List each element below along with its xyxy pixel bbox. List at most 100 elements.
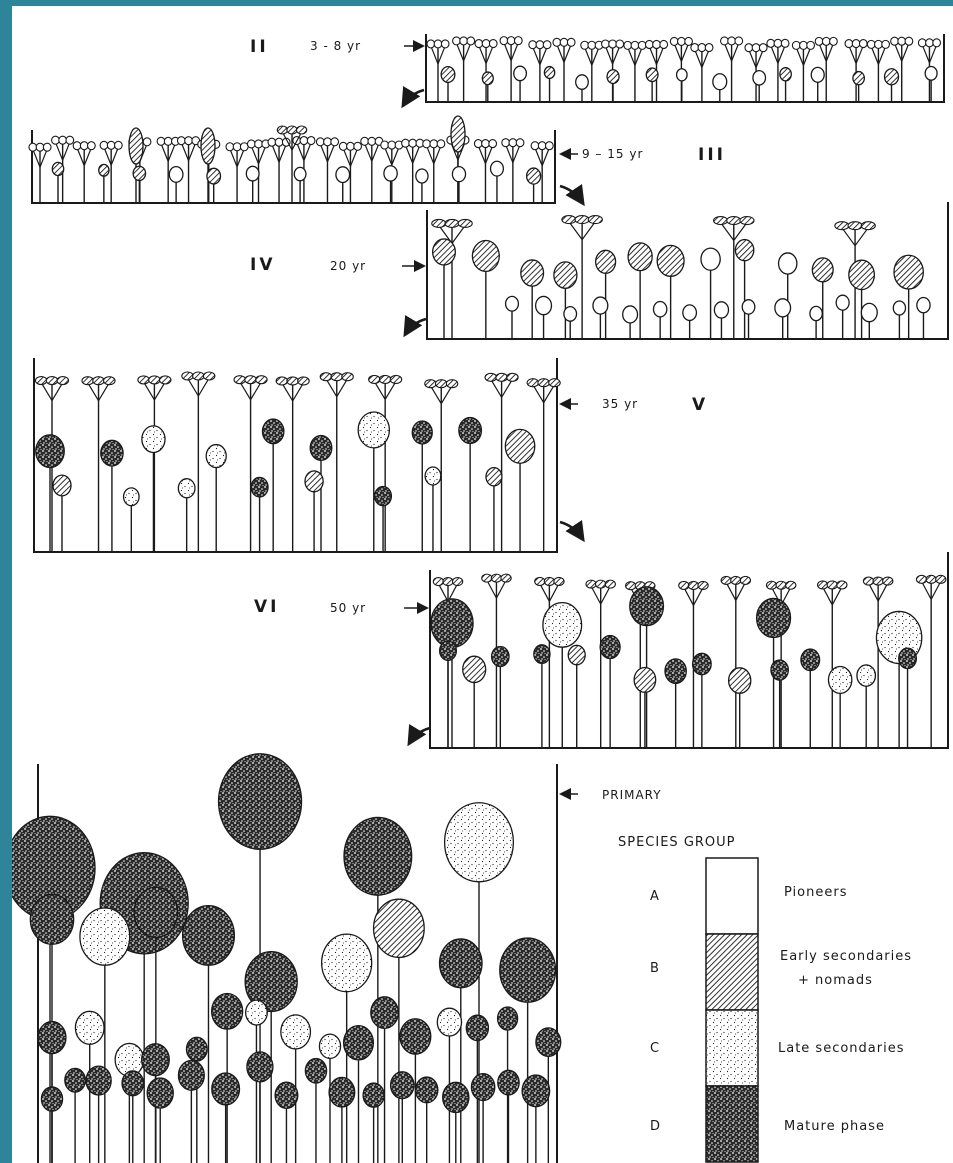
mature-tree <box>600 636 620 748</box>
mature-tree <box>801 649 820 748</box>
stage-III-age: 9 – 15 yr <box>582 147 643 161</box>
early-secondary-umbrella-tree <box>320 373 353 552</box>
early-secondary-umbrella-tree <box>138 376 171 552</box>
pioneer-umbrella-tree <box>316 138 338 203</box>
legend-label-early-secondaries: Early secondaries <box>780 949 912 964</box>
legend-swatch-early-secondaries <box>706 934 758 1010</box>
late-secondary-tree <box>142 426 165 552</box>
early-secondary-umbrella-tree <box>818 581 847 748</box>
mature-tree <box>459 418 482 552</box>
legend-label-mature-phase: Mature phase <box>784 1119 885 1134</box>
pioneer-tree <box>811 67 824 102</box>
stage-VI-age: 50 yr <box>330 601 366 615</box>
mature-tree <box>212 1073 240 1163</box>
early-secondary-tree <box>129 128 143 203</box>
early-secondary-tree <box>482 72 493 102</box>
pioneer-tree <box>653 302 666 339</box>
pioneer-umbrella-tree <box>553 38 575 102</box>
mature-tree <box>101 440 123 552</box>
early-secondary-tree <box>628 243 652 339</box>
pioneer-umbrella-tree <box>624 41 646 102</box>
legend-swatch-pioneers <box>706 858 758 934</box>
early-secondary-tree <box>451 116 465 203</box>
pioneer-tree <box>713 74 727 102</box>
mature-tree <box>247 1052 273 1163</box>
stage-V-age: 35 yr <box>602 397 638 411</box>
early-secondary-umbrella-tree <box>586 580 615 748</box>
succession-diagram: II 3 - 8 yr 9 – 15 yr III IV 20 yr 35 yr… <box>12 6 953 1163</box>
pioneer-tree <box>917 298 930 339</box>
pioneer-tree <box>452 167 465 203</box>
late-secondary-tree <box>206 445 226 552</box>
pioneer-umbrella-tree <box>475 40 497 102</box>
legend-swatch-mature-phase <box>706 1086 758 1162</box>
pioneer-umbrella-tree <box>721 37 743 102</box>
mature-tree <box>522 1075 550 1163</box>
pioneer-tree <box>169 167 183 203</box>
early-secondary-tree <box>607 70 619 102</box>
stage-IV-age: 20 yr <box>330 259 366 273</box>
stage-III-label: III <box>698 145 726 165</box>
pioneer-umbrella-tree <box>361 137 383 203</box>
early-secondary-tree <box>53 475 71 552</box>
legend-letter-c: C <box>650 1041 660 1056</box>
stage-V-label: V <box>692 395 708 415</box>
mature-tree <box>363 1083 384 1163</box>
early-secondary-tree <box>544 67 554 102</box>
early-secondary-tree <box>441 67 455 102</box>
transition-arrow-II-III <box>404 90 424 104</box>
early-secondary-umbrella-tree <box>234 376 267 552</box>
early-secondary-umbrella-tree <box>863 577 892 748</box>
pioneer-umbrella-tree <box>502 139 524 203</box>
pioneer-tree <box>506 296 519 339</box>
pioneer-umbrella-tree <box>453 37 475 102</box>
early-secondary-umbrella-tree <box>425 380 458 552</box>
early-secondary-tree <box>201 128 215 203</box>
mature-tree <box>412 421 432 552</box>
early-secondary-tree <box>486 468 502 552</box>
mature-tree <box>416 1077 438 1163</box>
early-secondary-tree <box>463 656 486 748</box>
mature-tree <box>492 646 509 748</box>
mature-tree <box>440 939 482 1163</box>
mature-tree <box>41 1087 62 1163</box>
late-secondary-tree <box>876 611 921 748</box>
mature-tree <box>693 653 712 748</box>
pioneer-tree <box>536 296 552 339</box>
early-secondary-tree <box>894 255 923 339</box>
transition-arrow-III-IV <box>560 186 582 202</box>
mature-tree <box>440 641 457 748</box>
late-secondary-tree <box>124 488 140 552</box>
pioneer-umbrella-tree <box>226 143 248 203</box>
pioneer-tree <box>336 167 350 203</box>
mature-tree <box>329 1077 355 1163</box>
pioneer-tree <box>491 161 504 203</box>
early-secondary-umbrella-tree <box>721 576 750 748</box>
early-secondary-umbrella-tree <box>432 219 472 339</box>
mature-tree <box>665 659 686 748</box>
pioneer-umbrella-tree <box>73 142 95 203</box>
mature-tree <box>122 1071 143 1163</box>
pioneer-tree <box>701 248 720 339</box>
early-secondary-tree <box>735 240 753 339</box>
early-secondary-umbrella-tree <box>485 373 518 552</box>
pioneer-tree <box>753 71 766 102</box>
legend-title: SPECIES GROUP <box>618 835 736 850</box>
early-secondary-tree <box>527 168 541 203</box>
early-secondary-umbrella-tree <box>276 377 309 552</box>
late-secondary-tree <box>115 1043 143 1163</box>
mature-tree <box>443 1082 469 1163</box>
species-group-legend: SPECIES GROUP A Pioneers B Early seconda… <box>618 835 912 1162</box>
mature-tree <box>498 1070 519 1163</box>
mature-tree <box>275 1082 298 1163</box>
stage-IV-label: IV <box>250 255 275 275</box>
pioneer-tree <box>893 301 905 339</box>
pioneer-tree <box>810 306 822 339</box>
transition-arrow-V-VI <box>560 522 582 538</box>
pioneer-tree <box>714 302 728 339</box>
mature-tree <box>899 648 917 748</box>
stage-II-age: 3 - 8 yr <box>310 39 361 53</box>
early-secondary-tree <box>596 250 616 339</box>
mature-tree <box>471 1074 494 1163</box>
legend-letter-a: A <box>650 889 660 904</box>
